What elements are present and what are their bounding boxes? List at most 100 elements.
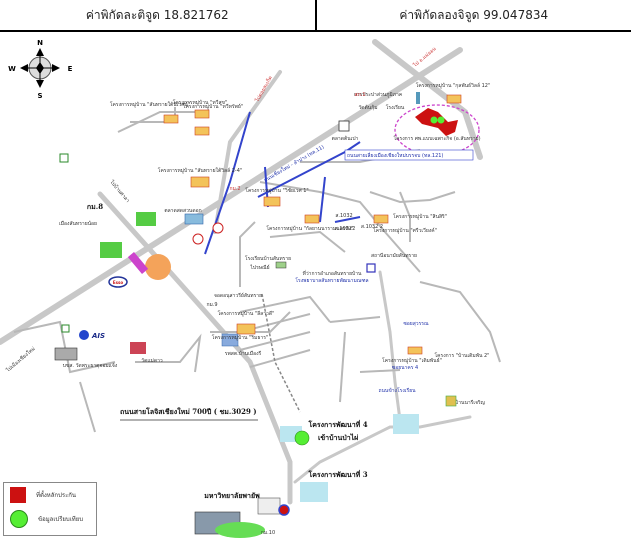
label-village-far-right: โครงการ "บ้านเดิมพัน 2" [434, 352, 489, 359]
esso-label: Esso [113, 280, 123, 285]
road-lower-right [378, 270, 402, 422]
label-district-left: เมืองสันทรายน้อย [59, 220, 97, 227]
project-site-label: โครงการ ศพ.แบบเฉพาะกิจ (อ.สันทราย) [393, 135, 480, 142]
label-lower-left-road: ไปเมืองเชียงใหม่ [4, 345, 37, 374]
label-health: สถานีอนามัยสันทราย [371, 252, 417, 259]
label-temple-mid: ตลาดต้นเปา [332, 135, 359, 142]
location-map: N S W E [0, 39, 501, 538]
compass-e: E [68, 65, 73, 73]
label-sb2: ส.1032 2 [361, 224, 383, 230]
label-police-right: สภ.1 [354, 92, 365, 98]
compass-s: S [37, 92, 42, 100]
esso-icon [108, 276, 128, 288]
label-factory: บ้านนารีเจริญ [455, 399, 485, 406]
seven-eleven-icon-2 [59, 153, 69, 163]
coordinate-header: ค่าพิกัดละติจูด 18.821762 ค่าพิกัดลองจิจ… [0, 0, 631, 32]
label-road-3: ถนนข้างโรงเรียน [378, 387, 416, 394]
label-km8: กม.8 [87, 202, 103, 211]
label-village-kasem: โครงการหมู่บ้าน "ทวีสุข" [173, 99, 227, 106]
label-lower-road: ถนนสายโลจิสเชียงใหม่ 700ปี ( ชม.3029 ) [120, 407, 257, 416]
ais-label: AIS [91, 332, 105, 340]
junction-roundabout [145, 254, 171, 280]
ptt-icon [278, 504, 290, 516]
highway-markings [204, 111, 361, 255]
comparison-marker-1 [430, 116, 438, 124]
label-hospital: โรงพยาบาลสันทรายพัฒนามณฑล [295, 277, 368, 284]
label-road-1: ซอยสุวรรณ [403, 321, 429, 327]
label-left-road: ไปบ้านศาลา [108, 178, 131, 204]
project-right-icon [393, 414, 419, 434]
label-village-wichai: โครงการหมู่บ้าน "วิชัยเวศ 1" [245, 187, 308, 194]
label-road-2: ซอยนาคร 4 [392, 365, 418, 371]
seven-eleven-icon [61, 324, 70, 333]
label-village-sansai: โครงการหมู่บ้าน "สันทรายใต้วิลล์ 2-4" [158, 167, 242, 174]
post-icon [275, 261, 287, 269]
main-roads [0, 39, 483, 505]
village-house-icon-1 [100, 242, 122, 258]
project3-icon [300, 482, 328, 502]
label-km2: กม.2 [229, 186, 240, 192]
legend-item-comparison: ข้อมูลเปรียบเทียบ [4, 507, 96, 531]
latitude-label: ค่าพิกัดละติจูด 18.821762 [0, 0, 317, 30]
label-wat-right: วัดต้นกุ้ม [358, 104, 377, 111]
label-school-lower: รพสต.บ้านเมืองรี [225, 350, 262, 357]
label-post: ไปรษณีย์ [249, 264, 269, 271]
university-lawn-icon [215, 522, 265, 538]
legend-site-swatch [10, 487, 26, 503]
school-lower-icon [221, 333, 239, 347]
label-sb3: ส.10322 [335, 226, 356, 232]
power-line [261, 293, 301, 413]
compass-w: W [8, 65, 16, 73]
compass-n: N [37, 39, 43, 47]
label-village-lower-right: โครงการหมู่บ้าน "เดิมพันธ์" [382, 357, 442, 364]
label-km9: กม.9 [206, 302, 217, 308]
label-university: มหาวิทยาลัยพายัพ [204, 491, 260, 500]
road-pa-phai [293, 415, 472, 484]
label-village-thawi: โครงการหมู่บ้าน "ทวีทรัพย์" [183, 103, 243, 110]
longitude-label: ค่าพิกัดลองจิจูด 99.047834 [399, 7, 549, 22]
legend-item-site: ที่ตั้งหลักประกัน [4, 483, 96, 507]
label-village-near-km9: โครงการหมู่บ้าน "ลีลาวดี" [218, 310, 275, 317]
map-legend: ที่ตั้งหลักประกัน ข้อมูลเปรียบเทียบ [3, 482, 97, 536]
road-top-right [372, 39, 483, 160]
village-house-icon-2 [136, 212, 156, 226]
water-tank-icon [416, 92, 420, 104]
label-village-mid: โครงการหมู่บ้าน "กัลยานนารามนครพิง" [266, 225, 353, 232]
label-pa-phai: เข้าบ้านป่าไผ่ [318, 433, 358, 442]
bypass-label-box [344, 149, 474, 161]
village-icons [163, 94, 462, 355]
label-village-srivieng: โครงการหมู่บ้าน "ศรีวเวียงค์" [373, 227, 437, 234]
label-office-near-km9: จอดอนุสาวรีย์สันทราย [214, 292, 262, 299]
label-school-right: โรงเรียน [386, 104, 405, 111]
compass-icon: N S W E [8, 39, 72, 100]
road-to-km2 [213, 70, 282, 234]
label-sb1: ส.1032 [335, 213, 352, 219]
university-hall-icon [257, 497, 281, 515]
bank-icon-2 [192, 233, 204, 245]
label-km10: กม.10 [261, 530, 275, 536]
bus-icon [54, 347, 78, 361]
road-diagonal-main [0, 47, 463, 345]
label-school-mid: โรงเรียนบ้านสันทราย [245, 255, 291, 262]
label-project4: โครงการพัฒนาที่ 4 [307, 419, 367, 429]
comparison-marker-3 [294, 430, 310, 446]
market-icon [184, 213, 204, 225]
label-temple-lower: วัดแม่ดาว [141, 358, 163, 364]
comparison-marker-2 [437, 116, 445, 124]
factory-icon [445, 395, 457, 407]
temple-icon [338, 120, 350, 132]
label-village-right-top: โครงการหมู่บ้าน "กุลพันธ์วิลล์ 12" [416, 82, 491, 89]
road-north-left [97, 191, 293, 505]
legend-site-label: ที่ตั้งหลักประกัน [36, 492, 77, 499]
bank-icon-1 [212, 222, 224, 234]
temple-lower-icon [130, 342, 146, 354]
label-office-mid: ที่ว่าการอำเภอสันทรายบ้าน [303, 270, 362, 277]
label-village-left: โครงการหมู่บ้าน "สันทรายใต้นิเวศน์" [110, 101, 190, 108]
ais-icon [79, 330, 89, 340]
health-icon [366, 263, 376, 273]
project-site-ellipse [394, 104, 480, 156]
label-market: ตลาดสดสวนดอก [164, 208, 201, 214]
label-village-mid-lower: โครงการหมู่บ้าน "ริมธาร" [212, 334, 268, 341]
label-village-sinsiri: โครงการหมู่บ้าน "สินสิริ" [393, 213, 447, 220]
label-water-tank: การประปาส่วนภูมิภาค [354, 91, 402, 98]
